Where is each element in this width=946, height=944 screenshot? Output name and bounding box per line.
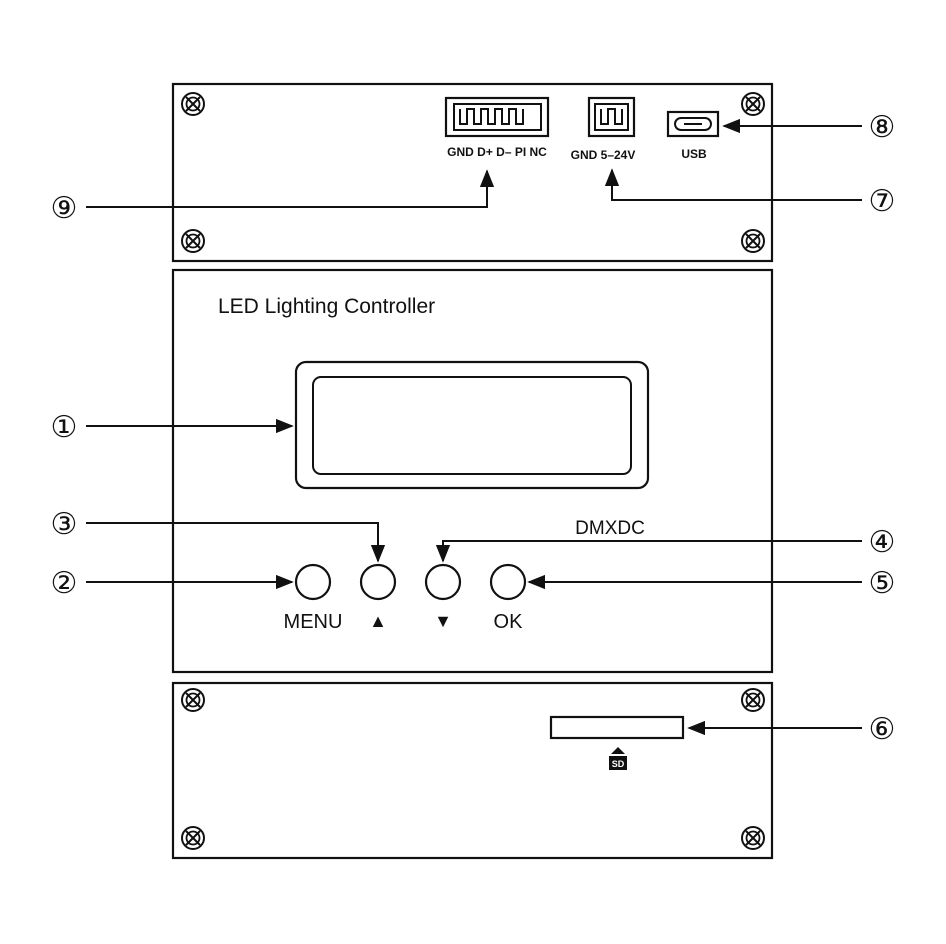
screw-icon (741, 92, 765, 116)
power-terminal-block (587, 96, 636, 138)
lcd-display (294, 360, 650, 490)
screw-icon (181, 92, 205, 116)
screw-icon (181, 826, 205, 850)
menu-button[interactable] (294, 563, 332, 601)
down-button[interactable] (424, 563, 462, 601)
callout-6: ⑥ (869, 712, 896, 747)
leader-9 (86, 169, 495, 208)
callout-7: ⑦ (869, 184, 896, 219)
screw-icon (181, 688, 205, 712)
sd-insert-arrow-icon (611, 747, 625, 754)
power-port-labels: GND 5–24V (571, 148, 636, 162)
dmx-terminal-block (444, 96, 550, 138)
up-arrow-icon: ▲ (369, 611, 387, 631)
sd-card-slot[interactable] (549, 715, 685, 740)
sd-label: SD (612, 759, 625, 769)
bottom-panel: SD (171, 681, 774, 860)
sd-logo-icon (609, 756, 627, 770)
leader-7 (604, 168, 862, 201)
callout-8: ⑧ (869, 110, 896, 145)
model-label: DMXDC (575, 518, 645, 539)
screw-icon (181, 229, 205, 253)
dmx-port-labels: GND D+ D– PI NC (447, 145, 547, 159)
usb-label: USB (681, 147, 707, 161)
leader-4 (435, 540, 862, 563)
callout-3: ③ (51, 507, 78, 542)
usb-port (666, 110, 720, 138)
ok-button[interactable] (489, 563, 527, 601)
up-button[interactable] (359, 563, 397, 601)
front-panel: LED Lighting Controller DMXDC MENU ▲ ▼ O… (171, 268, 774, 674)
leader-3 (86, 522, 386, 563)
product-title: LED Lighting Controller (218, 295, 435, 318)
screw-icon (741, 826, 765, 850)
ok-button-label: OK (494, 611, 524, 633)
callout-numbers: ⑨ ⑦ ⑧ ① ③ ④ ② ⑤ ⑥ (51, 110, 896, 747)
callout-5: ⑤ (869, 566, 896, 601)
callout-4: ④ (869, 525, 896, 560)
top-panel: GND D+ D– PI NC GND 5–24V USB (171, 82, 774, 263)
down-arrow-icon: ▼ (434, 611, 452, 631)
callout-1: ① (51, 410, 78, 445)
callout-leaders (86, 118, 862, 736)
menu-button-label: MENU (284, 611, 343, 633)
screw-icon (741, 229, 765, 253)
callout-2: ② (51, 566, 78, 601)
screw-icon (741, 688, 765, 712)
callout-9: ⑨ (51, 191, 78, 226)
